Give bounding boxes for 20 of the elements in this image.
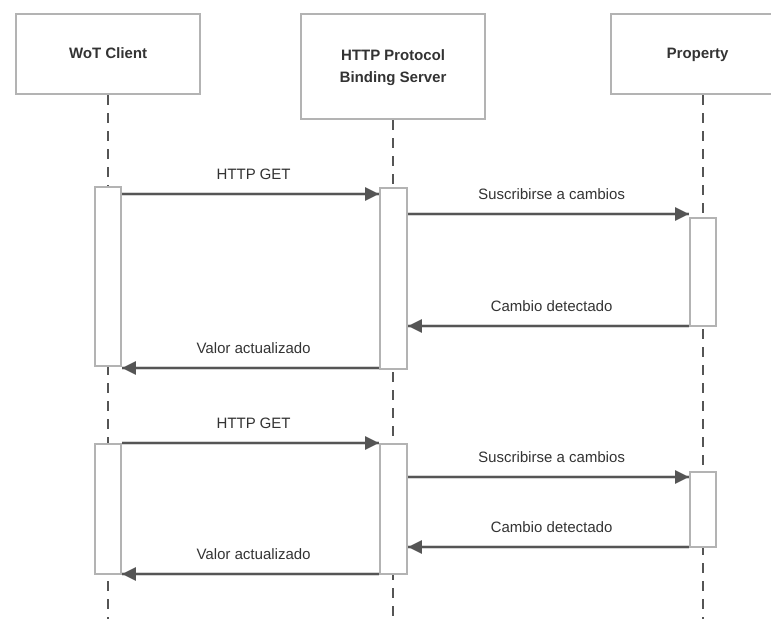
activation-bar	[94, 186, 122, 367]
participant-box	[15, 13, 201, 95]
arrow	[122, 567, 379, 581]
arrow	[122, 436, 379, 450]
activation-bar	[94, 443, 122, 575]
participant-box	[300, 13, 486, 120]
arrow	[122, 361, 379, 375]
participant-name: Property	[666, 44, 728, 64]
arrow	[408, 470, 689, 484]
arrow	[408, 207, 689, 221]
arrow	[408, 319, 689, 333]
activation-bar	[689, 217, 717, 327]
activation-bar	[379, 187, 408, 370]
participant-name: HTTP Protocol Binding Server	[338, 46, 448, 88]
participant-box	[610, 13, 771, 95]
activation-bar	[689, 471, 717, 548]
arrow	[408, 540, 689, 554]
arrow	[122, 187, 379, 201]
activation-bar	[379, 443, 408, 575]
participant-name: WoT Client	[68, 44, 148, 64]
